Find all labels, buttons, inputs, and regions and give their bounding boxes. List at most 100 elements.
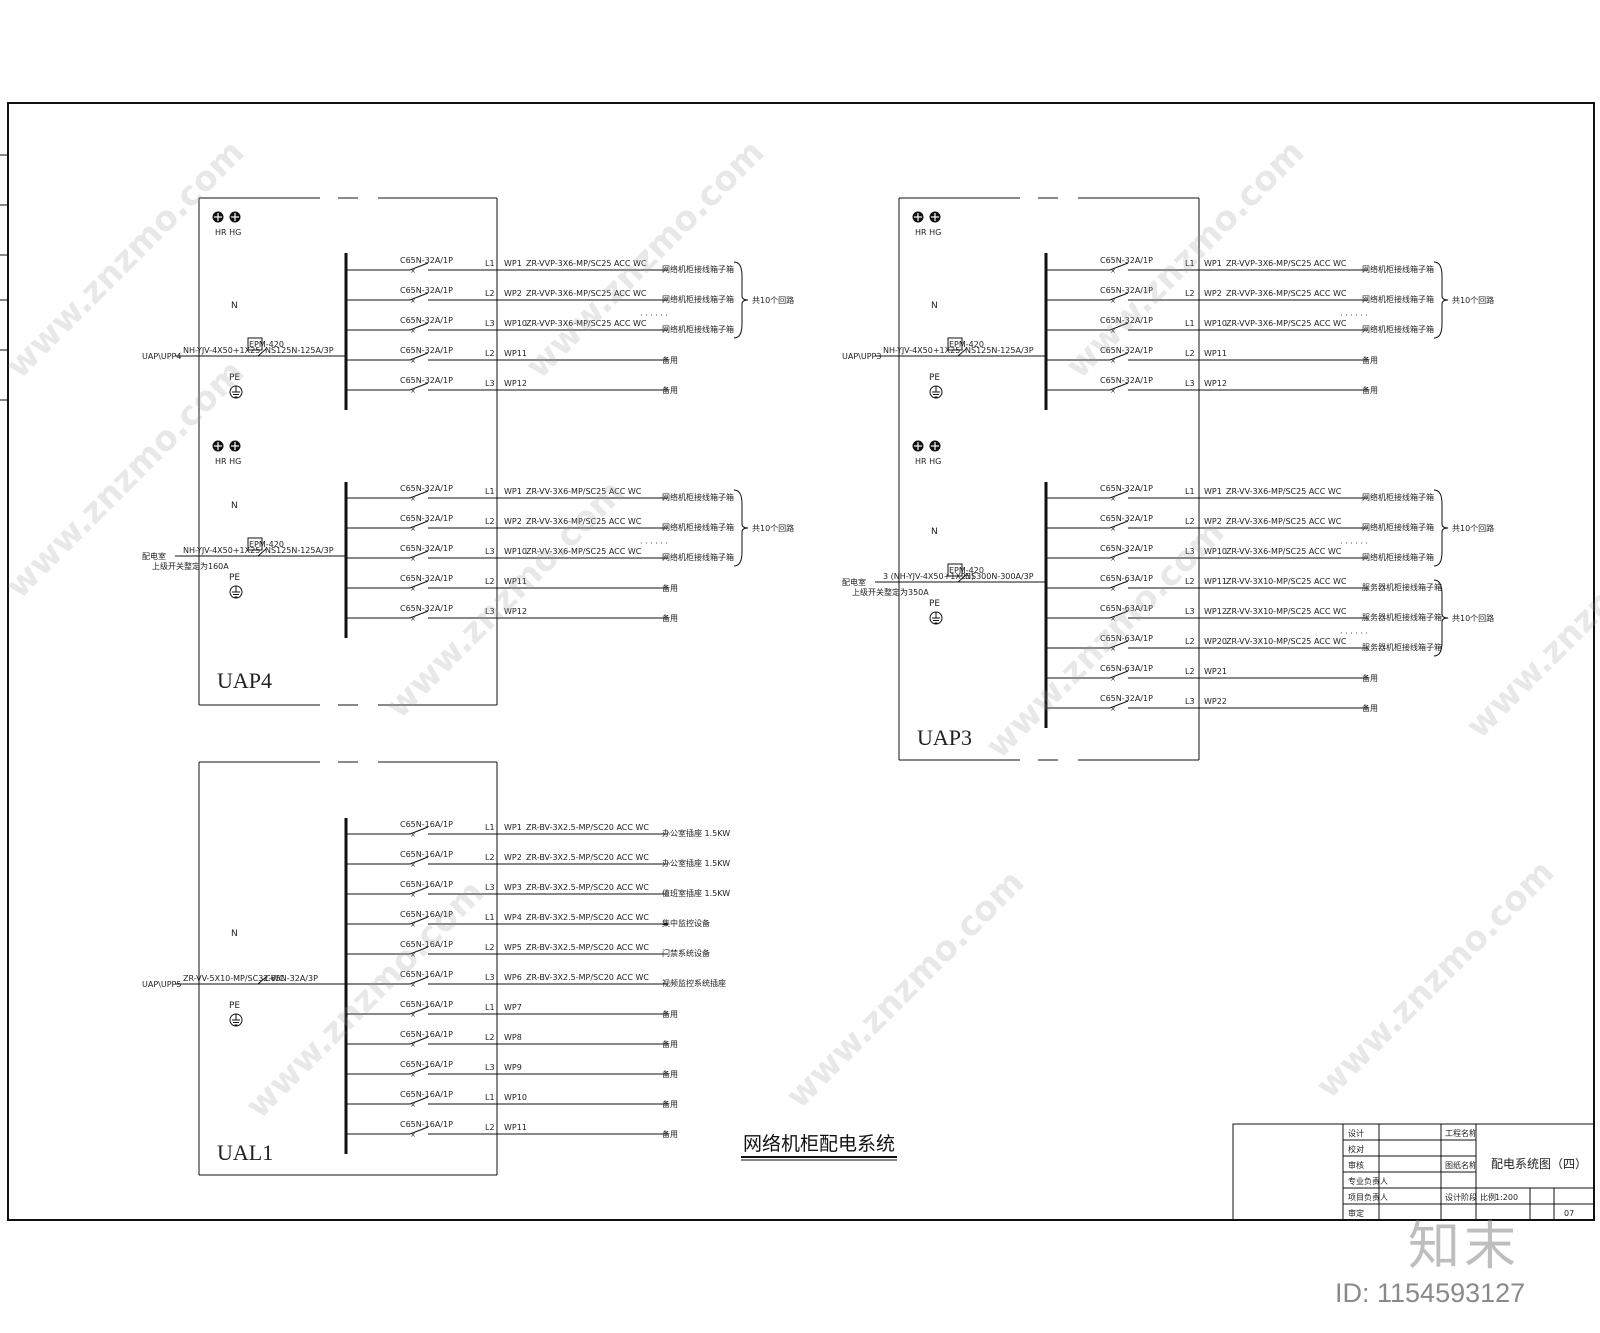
- svg-text:×: ×: [1110, 495, 1116, 503]
- indicator-labels: HR HG: [215, 228, 241, 237]
- breaker-icon: [409, 1036, 429, 1045]
- indicator-labels: HR HG: [915, 457, 941, 466]
- phase-label: L1: [485, 259, 495, 268]
- drawing-title: 网络机柜配电系统: [741, 1133, 897, 1161]
- circuit-load: 备用: [1362, 385, 1378, 395]
- breaker-rating: C65N-16A/1P: [400, 940, 453, 949]
- energy-meter-icon: [247, 537, 263, 551]
- circuit-id: WP4: [504, 913, 522, 922]
- indicator-lamp-hr: [912, 440, 924, 452]
- svg-text:设计: 设计: [1348, 1128, 1364, 1138]
- circuit-load: 网络机柜接线箱子箱: [662, 294, 734, 304]
- svg-text:审定: 审定: [1348, 1208, 1364, 1218]
- phase-label: L2: [485, 943, 495, 952]
- circuit-id: WP21: [1204, 667, 1227, 676]
- indicator-labels: HR HG: [915, 228, 941, 237]
- breaker-rating: C65N-32A/1P: [400, 286, 453, 295]
- circuit-load: 网络机柜接线箱子箱: [662, 264, 734, 274]
- breaker-rating: C65N-32A/1P: [400, 544, 453, 553]
- sheet-number: 07: [1564, 1209, 1574, 1218]
- neutral-label: N: [931, 527, 938, 537]
- breaker-rating: C65N-32A/1P: [400, 514, 453, 523]
- image-id-label: ID: 1154593127: [1335, 1278, 1526, 1308]
- svg-text:×: ×: [410, 267, 416, 275]
- title-block: 设计 校对 审核 专业负责人 项目负责人 审定 工程名称 图纸名称 设计阶段 配…: [1232, 1123, 1595, 1221]
- circuit-id: WP2: [504, 289, 522, 298]
- ual1-enclosure: UAL1: [198, 761, 498, 1176]
- circuit-load: 备用: [1362, 703, 1378, 713]
- breaker-rating: C65N-32A/1P: [1100, 694, 1153, 703]
- svg-text:×: ×: [1110, 387, 1116, 395]
- group-note: 共10个回路: [752, 295, 794, 305]
- breaker-rating: C65N-16A/1P: [400, 1120, 453, 1129]
- ground-icon: [929, 611, 943, 625]
- svg-text:×: ×: [410, 921, 416, 929]
- circuit-cable: ZR-BV-3X2.5-MP/SC20 ACC WC: [526, 913, 649, 922]
- breaker-icon: [409, 382, 429, 391]
- phase-label: L1: [485, 487, 495, 496]
- breaker-rating: C65N-16A/1P: [400, 1030, 453, 1039]
- indicator-lamp-hg: [929, 440, 941, 452]
- breaker-icon: [409, 550, 429, 559]
- continuation-dots: · · · · · ·: [1340, 539, 1368, 548]
- breaker-icon: [1109, 610, 1129, 619]
- svg-text:www.znzmo.com: www.znzmo.com: [238, 872, 492, 1126]
- circuit-id: WP12: [504, 379, 527, 388]
- circuit-cable: ZR-VVP-3X6-MP/SC25 ACC WC: [1226, 259, 1347, 268]
- circuit-cable: ZR-VV-3X6-MP/SC25 ACC WC: [526, 517, 642, 526]
- svg-text:×: ×: [1110, 525, 1116, 533]
- phase-label: L3: [1185, 697, 1195, 706]
- svg-text:专业负责人: 专业负责人: [1348, 1176, 1388, 1186]
- circuit-load: 网络机柜接线箱子箱: [662, 324, 734, 334]
- breaker-rating: C65N-32A/1P: [1100, 256, 1153, 265]
- breaker-rating: C65N-32A/1P: [400, 346, 453, 355]
- circuit-id: WP10: [504, 547, 527, 556]
- phase-label: L2: [485, 577, 495, 586]
- breaker-rating: C65N-32A/1P: [400, 376, 453, 385]
- circuit-cable: ZR-VVP-3X6-MP/SC25 ACC WC: [526, 289, 647, 298]
- breaker-rating: C65N-16A/1P: [400, 850, 453, 859]
- breaker-rating: C65N-32A/1P: [400, 256, 453, 265]
- circuit-id: WP20: [1204, 637, 1227, 646]
- circuit-load: 网络机柜接线箱子箱: [1362, 552, 1434, 562]
- circuit-load: 备用: [662, 355, 678, 365]
- pe-label: PE: [929, 373, 940, 383]
- circuit-id: WP2: [504, 517, 522, 526]
- circuit-cable: ZR-VV-3X6-MP/SC25 ACC WC: [1226, 547, 1342, 556]
- circuit-cable: ZR-BV-3X2.5-MP/SC20 ACC WC: [526, 883, 649, 892]
- breaker-rating: C65N-32A/1P: [1100, 376, 1153, 385]
- svg-text:×: ×: [1110, 357, 1116, 365]
- svg-text:×: ×: [410, 981, 416, 989]
- brand-logo-watermark: 知末: [1408, 1217, 1521, 1277]
- ground-icon: [229, 585, 243, 599]
- breaker-icon: [409, 322, 429, 331]
- svg-text:×: ×: [410, 1131, 416, 1139]
- circuit-load: 备用: [662, 583, 678, 593]
- phase-label: L3: [485, 883, 495, 892]
- svg-text:×: ×: [410, 1101, 416, 1109]
- svg-text:×: ×: [410, 387, 416, 395]
- circuit-id: WP22: [1204, 697, 1227, 706]
- svg-text:×: ×: [410, 525, 416, 533]
- circuit-id: WP5: [504, 943, 522, 952]
- svg-text:×: ×: [1110, 327, 1116, 335]
- circuit-load: 办公室插座 1.5KW: [662, 858, 730, 868]
- phase-label: L3: [485, 319, 495, 328]
- svg-text:www.znzmo.com: www.znzmo.com: [1308, 852, 1562, 1106]
- svg-text:×: ×: [410, 891, 416, 899]
- breaker-rating: C65N-63A/1P: [1100, 664, 1153, 673]
